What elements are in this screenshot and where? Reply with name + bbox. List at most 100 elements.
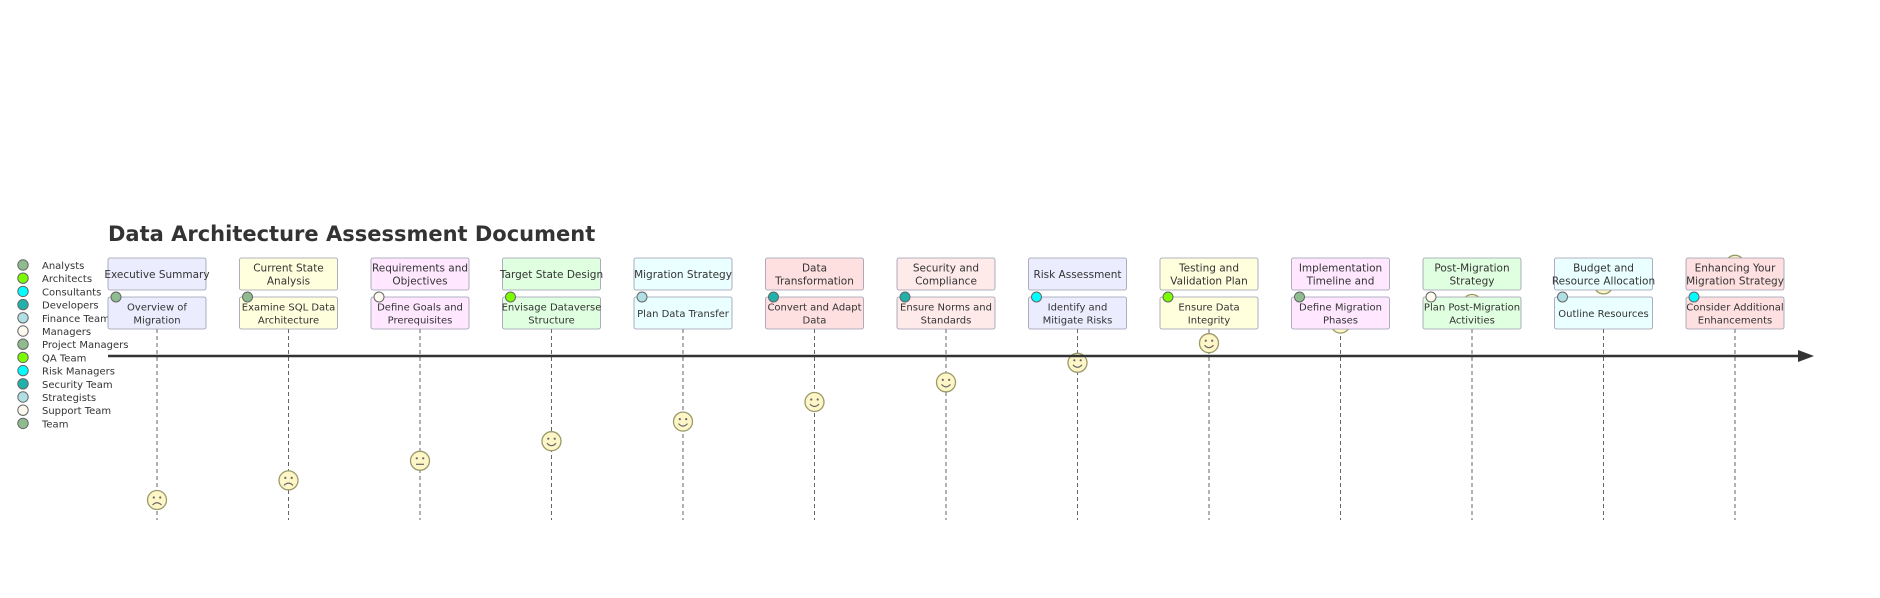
box-label-line: Data — [802, 263, 827, 275]
timeline-axis — [108, 350, 1814, 362]
box-label-line: Convert and Adapt — [767, 303, 861, 314]
sentiment-face-icon — [935, 372, 957, 393]
sentiment-face-icon — [146, 489, 168, 511]
actor-marker — [1162, 291, 1174, 303]
box-label-line: Strategy — [1450, 276, 1495, 288]
box-label-line: Outline Resources — [1558, 309, 1648, 320]
actor-marker — [1031, 291, 1042, 303]
legend-item: Team — [17, 417, 68, 430]
legend: AnalystsArchitectsConsultantsDevelopersF… — [17, 259, 128, 430]
legend-item: QA Team — [17, 351, 86, 364]
actor-marker — [636, 291, 648, 303]
legend-marker — [17, 404, 29, 416]
legend-item: Developers — [17, 298, 99, 312]
box-label-line: Standards — [921, 316, 972, 327]
sentiment-face-icon — [1067, 352, 1088, 373]
axis-arrow — [108, 350, 1814, 362]
legend-item: Managers — [17, 325, 91, 338]
legend-item: Risk Managers — [17, 364, 115, 378]
box-label-line: Overview of — [127, 303, 187, 314]
task-box: Plan Data Transfer — [633, 291, 733, 330]
box-label-line: Objectives — [392, 276, 447, 288]
actor-marker — [768, 291, 779, 303]
section-box: Migration Strategy — [633, 257, 733, 291]
legend-label: Finance Team — [42, 314, 110, 325]
legend-marker — [17, 351, 29, 364]
box-label-line: Validation Plan — [1170, 276, 1248, 288]
section-box: Target State Design — [499, 257, 603, 291]
actor-marker — [1425, 291, 1437, 303]
section-box: Risk Assessment — [1028, 257, 1127, 291]
legend-label: Managers — [42, 327, 91, 338]
legend-marker — [17, 417, 29, 430]
box-label-line: Post-Migration — [1434, 263, 1509, 275]
box-label-line: Requirements and — [372, 263, 468, 275]
legend-marker — [17, 312, 29, 324]
legend-marker — [17, 378, 29, 390]
sentiment-face-icon — [672, 411, 694, 432]
legend-marker — [17, 259, 29, 271]
box-label-line: Examine SQL Data — [242, 303, 335, 314]
task-box: Outline Resources — [1554, 291, 1653, 330]
diagram-title: Data Architecture Assessment Document — [108, 222, 595, 246]
box-label-line: Envisage Dataverse — [502, 303, 602, 314]
box-label-line: Testing and — [1178, 263, 1239, 275]
legend-item: Security Team — [17, 378, 113, 391]
box-label-line: Risk Assessment — [1033, 269, 1121, 281]
box-label-line: Define Migration — [1299, 303, 1382, 314]
box-label-line: Activities — [1449, 316, 1495, 327]
legend-marker — [17, 298, 29, 311]
box-label-line: Resource Allocation — [1552, 276, 1655, 288]
box-label-line: Migration — [133, 316, 180, 327]
legend-label: Architects — [42, 274, 92, 285]
legend-marker — [17, 272, 29, 284]
section-box: Executive Summary — [104, 257, 210, 291]
sentiment-face-icon — [1198, 333, 1220, 354]
legend-item: Consultants — [17, 285, 101, 298]
legend-label: Support Team — [42, 406, 111, 417]
legend-marker — [17, 285, 29, 298]
box-label-line: Consider Additional — [1686, 303, 1783, 314]
legend-marker — [17, 364, 29, 377]
legend-label: Risk Managers — [42, 367, 115, 378]
box-label-line: Current State — [253, 263, 324, 275]
legend-label: Security Team — [42, 380, 113, 391]
legend-item: Support Team — [17, 404, 111, 417]
legend-marker — [17, 338, 29, 350]
box-label-line: Plan Data Transfer — [637, 309, 730, 320]
box-label-line: Target State Design — [499, 269, 603, 281]
box-label-line: Data — [803, 316, 827, 327]
box-label-line: Define Goals and — [377, 303, 463, 314]
actor-marker — [1688, 291, 1700, 303]
sentiment-face-icon — [541, 431, 562, 452]
task-box: Overview of Migration — [107, 291, 207, 330]
legend-label: Team — [41, 419, 68, 430]
actor-marker — [110, 291, 122, 303]
box-label-line: Identify and — [1048, 303, 1108, 314]
box-label-line: Security and — [913, 263, 979, 275]
box-label-line: Migration Strategy — [634, 269, 732, 281]
actor-marker — [505, 291, 516, 303]
legend-label: Strategists — [42, 393, 96, 404]
sentiment-face-icon — [804, 391, 825, 413]
box-label-line: Compliance — [915, 276, 977, 288]
legend-label: Project Managers — [42, 340, 128, 351]
box-label-line: Ensure Data — [1178, 303, 1239, 314]
box-label-line: Architecture — [258, 316, 319, 327]
